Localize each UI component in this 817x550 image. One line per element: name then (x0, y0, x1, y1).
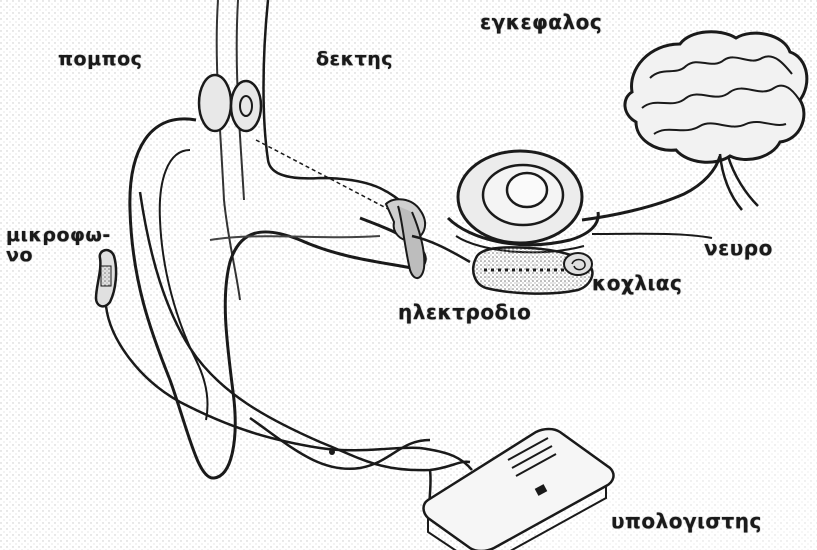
receiver-coil (231, 81, 261, 131)
label-microphone-line2: νο (6, 246, 111, 266)
microphone-grille (101, 266, 111, 286)
label-computer: υπολογιστης (611, 511, 762, 531)
label-cochlea: κοχλιας (592, 273, 682, 293)
cable-knot (329, 449, 335, 455)
cochlea-apex (564, 253, 592, 275)
semicircular-canal-core (507, 173, 547, 207)
label-electrode: ηλεκτροδιο (398, 302, 531, 322)
label-microphone-line1: μικροφω- (6, 226, 111, 246)
label-nerve: νευρο (704, 238, 773, 258)
label-brain: εγκεφαλος (480, 12, 602, 32)
label-transmitter: πομπος (58, 50, 142, 69)
label-microphone: μικροφω- νο (6, 226, 111, 266)
label-receiver: δεκτης (316, 50, 393, 69)
transmitter-coil (199, 75, 231, 131)
